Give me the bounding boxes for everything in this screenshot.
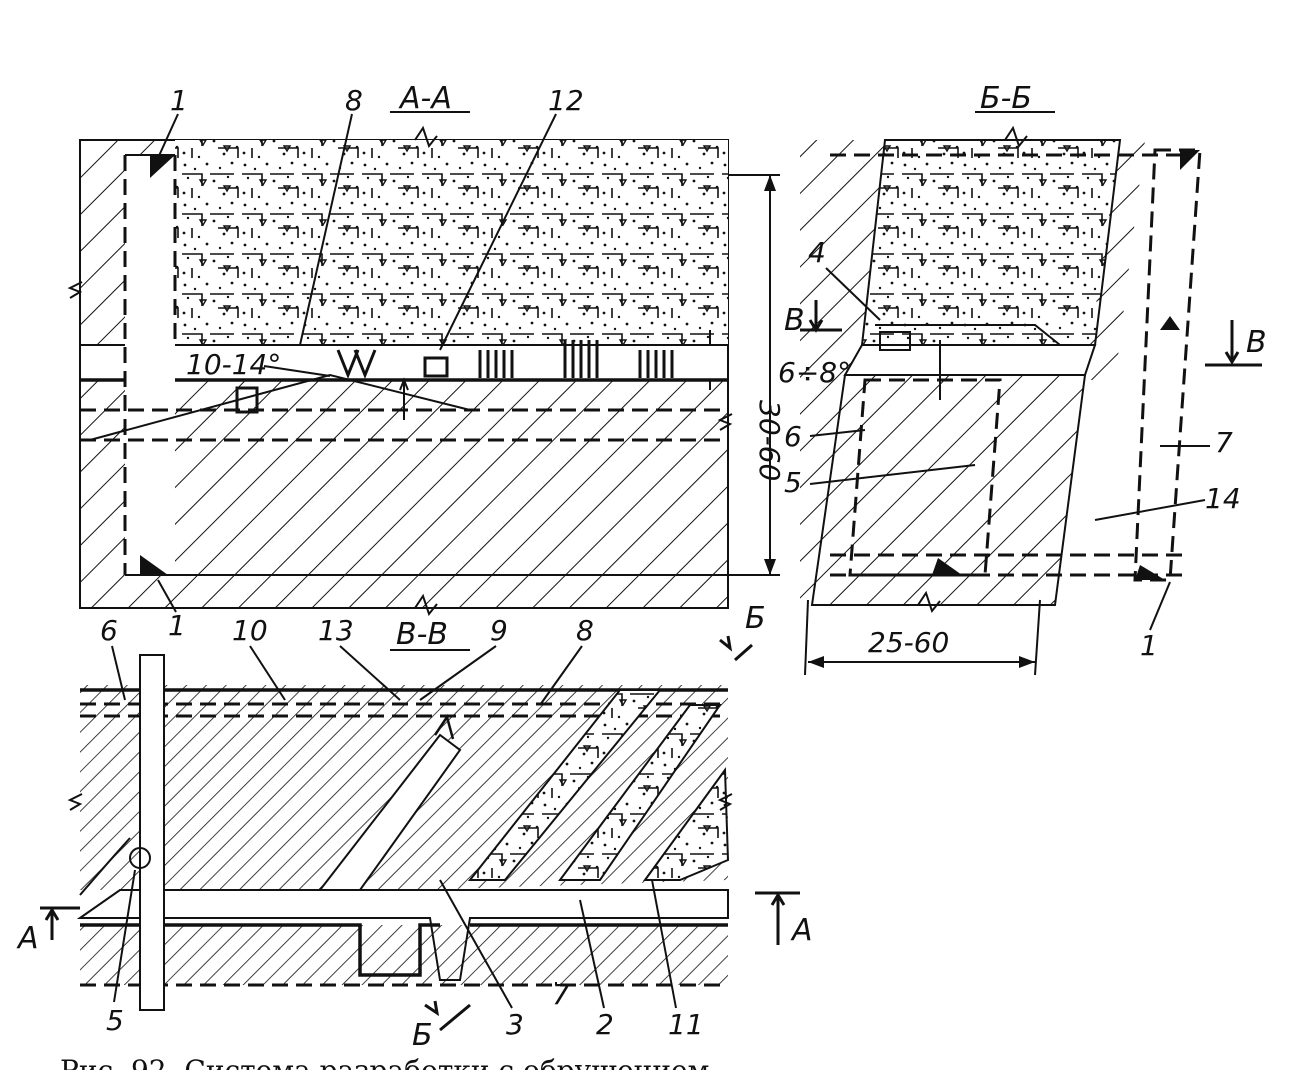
vv-callout-11: 11	[668, 1008, 704, 1041]
aa-callout-1-top: 1	[170, 84, 188, 117]
vv-cut-mark-b-top: Б	[745, 601, 766, 636]
section-bb: Б-Б 25-60 6÷8° В В 4 6 5 7 14 1	[778, 81, 1267, 676]
bb-callout-14: 14	[1205, 482, 1241, 515]
vv-cut-mark-b-bottom: Б	[412, 1018, 433, 1053]
bb-cut-mark-v-left: В	[784, 303, 805, 338]
bb-cut-mark-v-right: В	[1246, 325, 1267, 360]
aa-callout-8: 8	[345, 84, 363, 117]
bb-callout-5: 5	[784, 466, 802, 499]
aa-support-elements	[235, 340, 674, 414]
section-aa: 30-60 А-А 10-14° 1 8 12 1	[67, 81, 786, 642]
bb-pillar	[1085, 140, 1145, 380]
vv-cut-mark-a-left: А	[16, 921, 39, 956]
vv-ore-band-2	[558, 704, 722, 881]
bb-width-dimension: 25-60	[868, 626, 949, 659]
bb-callout-7: 7	[1215, 426, 1233, 459]
vv-callout-8: 8	[576, 614, 594, 647]
vv-callout-5: 5	[106, 1004, 124, 1037]
bb-callout-4: 4	[808, 236, 826, 269]
bb-rock-left	[800, 140, 885, 605]
bb-angle-label: 6÷8°	[778, 356, 851, 389]
vv-callout-2: 2	[596, 1008, 614, 1041]
figure-caption: Рис. 92. Система разработки с обрушением	[60, 1054, 709, 1070]
bb-callout-1: 1	[1140, 629, 1158, 662]
vv-section-title: В-В	[396, 617, 448, 652]
vv-callout-13: 13	[318, 614, 354, 647]
section-vv: В-В А А Б Б 6 10 13 9 8 5 3 7 2 11	[16, 601, 813, 1053]
aa-callout-1-bottom: 1	[168, 609, 186, 642]
vv-ore-band-1	[467, 689, 663, 881]
vv-cut-mark-a-right: А	[790, 913, 813, 948]
vv-callout-9: 9	[490, 614, 508, 647]
aa-undercut-drift	[79, 344, 729, 381]
vv-callout-3: 3	[506, 1008, 524, 1041]
aa-caved-ore-zone	[175, 140, 728, 345]
aa-height-dimension: 30-60	[753, 400, 786, 481]
bb-caved-ore-zone	[860, 139, 1122, 346]
vv-callout-7: 7	[552, 978, 570, 1011]
aa-section-title: А-А	[398, 81, 452, 116]
vv-callout-10: 10	[232, 614, 268, 647]
aa-angle-label: 10-14°	[186, 348, 281, 381]
aa-raise	[125, 155, 175, 575]
vv-callout-6: 6	[100, 614, 118, 647]
vv-ore-band-3	[643, 767, 730, 881]
bb-section-title: Б-Б	[980, 81, 1032, 116]
bb-callout-6: 6	[784, 420, 802, 453]
aa-callout-12: 12	[548, 84, 584, 117]
